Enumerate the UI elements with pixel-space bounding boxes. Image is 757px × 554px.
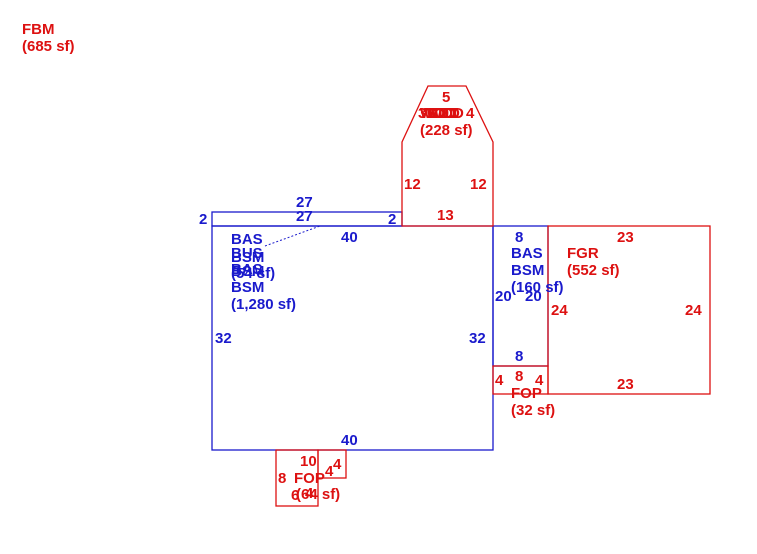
dim-main-left: 32 [215, 330, 232, 347]
fop-right-outline [492, 365, 549, 395]
dim-fgr-top: 23 [617, 229, 634, 246]
dim-strip-right: 2 [388, 211, 396, 228]
bas-main-area: (1,280 sf) [231, 296, 296, 313]
fop-bottom-label: FOP [294, 470, 325, 487]
dim-fopr-right: 4 [535, 372, 544, 389]
dim-wdd-tip-piece-3: 10 [436, 105, 453, 122]
dim-main-bottom: 40 [341, 432, 358, 449]
fbm-area: (685 sf) [22, 38, 75, 55]
bus-area: (54 sf) [231, 265, 275, 282]
wdd-label-2: WDD [424, 105, 460, 122]
dim-strip-top: 27 [296, 194, 313, 211]
dim-wdd-tip: 5 [442, 89, 450, 106]
fop-bottom-area: (64 sf) [296, 486, 340, 503]
dim-wdd-left: 12 [404, 176, 421, 193]
bas-main-label-2: BSM [231, 263, 264, 280]
fop-right-label: FOP [511, 385, 542, 402]
dim-small-bottom: 8 [515, 348, 523, 365]
dim-small-top: 8 [515, 229, 523, 246]
dim-strip-bottom: 27 [296, 208, 313, 225]
wdd-label-1: WDD [420, 105, 456, 122]
bas-main-label-1: BAS [231, 231, 263, 248]
dim-fopb-top: 10 [300, 453, 317, 470]
dim-small-right: 20 [525, 288, 542, 305]
bas-small-label-2: BSM [511, 262, 544, 279]
dim-main-top: 40 [341, 229, 358, 246]
fop-right-area: (32 sf) [511, 402, 555, 419]
fgr-label: FGR [567, 245, 599, 262]
bus-diagonal-divider [264, 225, 321, 247]
bas-main-label-4: BSM [231, 279, 264, 296]
dim-fopb-right2: 4 [325, 463, 334, 480]
bus-label-2: BSM [231, 249, 264, 266]
dim-wdd-base: 13 [437, 207, 454, 224]
dim-small-left: 20 [495, 288, 512, 305]
fgr-garage-outline [547, 225, 711, 395]
wdd-deck-outline [401, 85, 494, 227]
dim-fopb-bottom: 6 [291, 487, 299, 504]
bus-label-1: BUS [231, 245, 263, 262]
dim-fgr-right: 24 [685, 302, 702, 319]
bas-small-label-1: BAS [511, 245, 543, 262]
dim-strip-left: 2 [199, 211, 207, 228]
dim-wdd-tip-piece-2: 6 [428, 105, 436, 122]
fop-bottom-small-outline [317, 449, 347, 479]
dim-fopb-bottom2: 4 [305, 485, 314, 502]
dim-main-right: 32 [469, 330, 486, 347]
wdd-label-3: WDD [428, 105, 464, 122]
dim-fopr-left: 4 [495, 372, 504, 389]
dim-wdd-tip-piece-1: 3 [418, 105, 426, 122]
bas-main-label-3: BAS [231, 261, 263, 278]
dim-wdd-tip-piece-4: 4 [466, 105, 475, 122]
dim-fopb-left: 8 [278, 470, 286, 487]
dim-fopr-top: 8 [515, 368, 523, 385]
fgr-area: (552 sf) [567, 262, 620, 279]
bas-small-area: (160 sf) [511, 279, 564, 296]
dim-fgr-left: 24 [551, 302, 568, 319]
fbm-label: FBM [22, 21, 55, 38]
dim-fopb-right: 4 [333, 456, 342, 473]
dim-wdd-right: 12 [470, 176, 487, 193]
dim-fgr-bottom: 23 [617, 376, 634, 393]
wdd-area: (228 sf) [420, 122, 473, 139]
